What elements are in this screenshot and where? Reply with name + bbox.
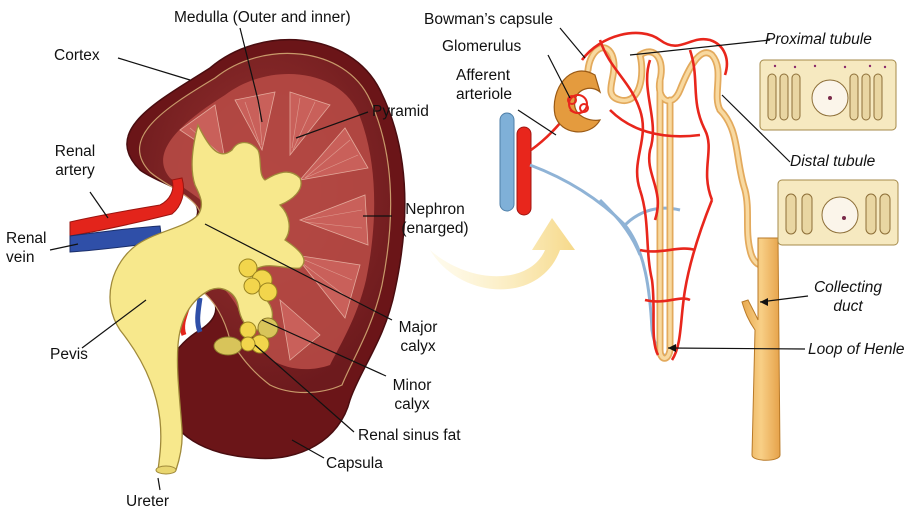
label-bowmans-capsule: Bowman’s capsule [424,10,553,29]
vein-vessel [500,113,514,211]
distal-cell-inset [778,180,898,245]
kidney-illustration [70,40,405,474]
label-capsula: Capsula [326,454,383,473]
label-renal-vein: Renal vein [6,229,47,267]
label-pevis: Pevis [50,345,88,364]
label-minor-calyx: Minor calyx [382,376,442,414]
label-ureter: Ureter [126,492,169,511]
label-pyramid: Pyramid [372,102,429,121]
peritubular-capillaries [531,33,727,360]
label-nephron-enlarged: Nephron (enarged) [392,200,478,238]
renal-artery [70,178,184,236]
proximal-cell-inset [760,60,896,130]
label-cortex: Cortex [54,46,100,65]
label-distal-tubule: Distal tubule [790,152,875,171]
label-medulla: Medulla (Outer and inner) [174,8,351,27]
label-renal-artery: Renal artery [40,142,110,180]
label-glomerulus: Glomerulus [442,37,521,56]
label-afferent-arteriole: Afferent arteriole [456,66,512,104]
label-collecting-duct: Collecting duct [808,278,888,316]
artery-vessel [517,127,531,215]
glomerulus-shape [568,95,588,113]
label-renal-sinus-fat: Renal sinus fat [358,426,461,445]
label-proximal-tubule: Proximal tubule [765,30,872,49]
label-loop-of-henle: Loop of Henle [808,340,905,359]
label-major-calyx: Major calyx [388,318,448,356]
